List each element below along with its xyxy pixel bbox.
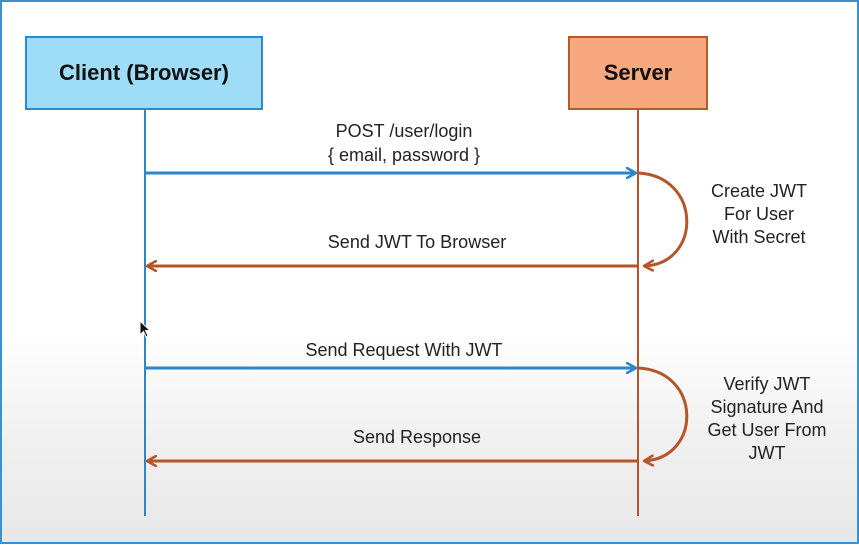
verify-jwt-note-line3: Get User From	[707, 420, 827, 440]
request-with-jwt-label: Send Request With JWT	[305, 340, 503, 360]
server-actor-label: Server	[603, 60, 673, 85]
verify-jwt-loop-arrow	[637, 366, 689, 461]
client-actor-box: Client (Browser)	[25, 36, 263, 110]
login-request-label-line1: POST /user/login	[335, 121, 473, 141]
verify-jwt-note-line4: JWT	[748, 443, 786, 463]
verify-jwt-note-line1: Verify JWT	[723, 374, 811, 394]
send-response-label: Send Response	[352, 427, 482, 447]
create-jwt-loop-arrow	[637, 171, 689, 266]
create-jwt-note: Create JWT For User With Secret	[711, 180, 807, 249]
client-actor-label: Client (Browser)	[59, 60, 229, 85]
verify-jwt-note: Verify JWT Signature And Get User From J…	[707, 373, 826, 465]
create-jwt-note-line3: With Secret	[712, 227, 806, 247]
create-jwt-note-line2: For User	[723, 204, 795, 224]
login-request-label: POST /user/login { email, password }	[328, 119, 480, 167]
create-jwt-note-line1: Create JWT	[710, 181, 808, 201]
server-actor-box: Server	[568, 36, 708, 110]
send-jwt-label: Send JWT To Browser	[327, 232, 507, 252]
mouse-cursor-icon	[139, 320, 152, 338]
login-request-label-line2: { email, password }	[327, 145, 481, 165]
verify-jwt-note-line2: Signature And	[710, 397, 824, 417]
